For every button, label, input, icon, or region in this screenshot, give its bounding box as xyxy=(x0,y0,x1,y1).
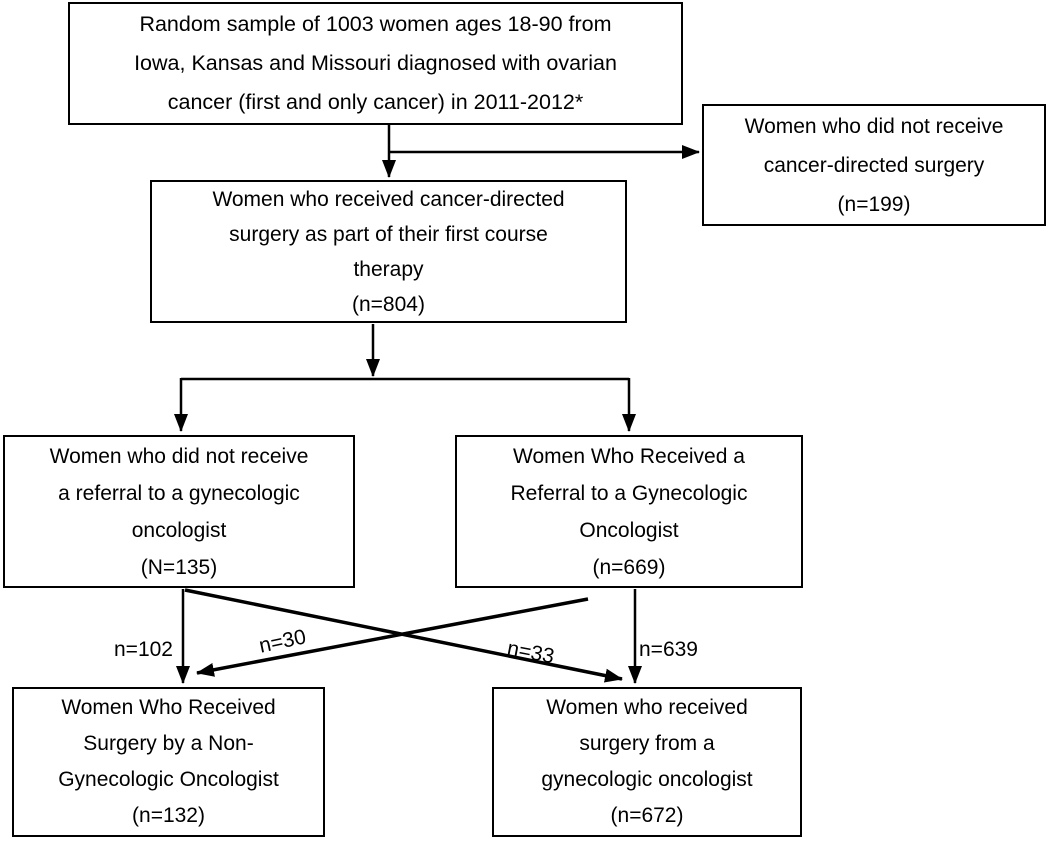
edge-label-n639: n=639 xyxy=(639,638,698,661)
node-cancer-directed-surgery: Women who received cancer-directed surge… xyxy=(150,180,627,323)
node-surgery-non-gyn-oncologist: Women Who Received Surgery by a Non- Gyn… xyxy=(12,687,325,837)
node-referral: Women Who Received a Referral to a Gynec… xyxy=(455,435,803,588)
edge-referral-to-non-gyn-diagonal xyxy=(196,597,589,677)
edge-label-n102: n=102 xyxy=(114,638,173,661)
node-surgery-gyn-oncologist: Women who received surgery from a gyneco… xyxy=(492,687,802,837)
node-no-cancer-directed-surgery: Women who did not receive cancer-directe… xyxy=(702,104,1046,226)
node-random-sample: Random sample of 1003 women ages 18-90 f… xyxy=(68,2,683,125)
node-no-referral: Women who did not receive a referral to … xyxy=(3,435,355,588)
